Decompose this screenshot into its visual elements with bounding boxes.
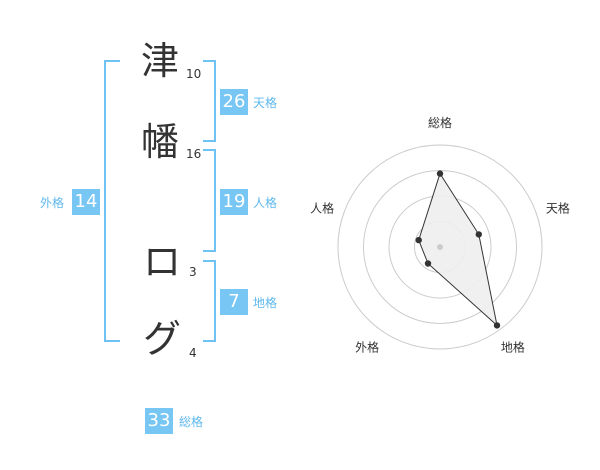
- name-char-1: 津: [141, 39, 180, 83]
- radar-point: [475, 231, 482, 238]
- name-char-4: グ: [143, 317, 182, 361]
- chikaku-badge: 7: [220, 289, 248, 315]
- name-char-2: 幡: [141, 120, 180, 164]
- radar-center-dot: [437, 244, 443, 250]
- radar-point: [415, 236, 422, 244]
- gaikaku-bracket: [104, 60, 120, 342]
- radar-point: [493, 322, 501, 329]
- stroke-count-3: 3: [189, 265, 197, 279]
- gaikaku-badge: 14: [72, 189, 100, 215]
- chikaku-bracket: [203, 260, 216, 342]
- jinkaku-label: 人格: [253, 196, 278, 210]
- radar-series-polygon: [418, 172, 498, 327]
- name-char-3: ロ: [143, 240, 182, 284]
- soukaku-label: 総格: [179, 415, 204, 429]
- chikaku-label: 地格: [253, 296, 278, 310]
- radar-point: [436, 170, 444, 177]
- radar-ring: [337, 144, 543, 350]
- tenkaku-bracket: [203, 60, 216, 142]
- tenkaku-badge: 26: [220, 89, 248, 115]
- stroke-count-1: 10: [186, 67, 202, 81]
- radar-point: [424, 260, 432, 267]
- jinkaku-bracket: [203, 149, 216, 252]
- soukaku-badge: 33: [145, 408, 173, 434]
- radar-axis-label: 人格: [310, 201, 334, 216]
- jinkaku-badge: 19: [220, 189, 248, 215]
- tenkaku-label: 天格: [253, 96, 278, 110]
- radar-axis-label: 天格: [546, 201, 570, 216]
- stroke-count-4: 4: [189, 346, 197, 360]
- radar-axis-label: 地格: [501, 339, 525, 354]
- radar-axis-label: 総格: [428, 115, 452, 130]
- stroke-count-2: 16: [186, 147, 202, 161]
- gaikaku-label: 外格: [40, 196, 65, 210]
- radar-axis-label: 外格: [355, 339, 379, 354]
